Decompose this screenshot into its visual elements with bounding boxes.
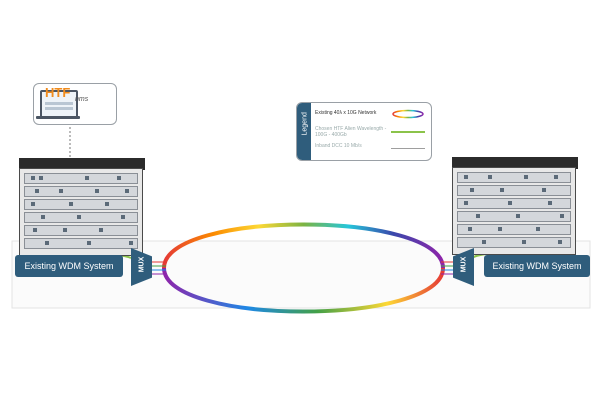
ring-upper-arc [162,222,445,269]
left-mux-label: MUX [138,256,146,273]
legend-gray-line [391,148,425,149]
left-fiber-bundle [151,261,166,275]
legend-title: Legend [301,112,309,136]
htf-brand: HTF [45,85,71,100]
legend-item-dcc: Inband DCC 10 Mb/s [315,143,362,149]
right-mux-label: MUX [460,256,468,273]
ring-lower-arc [162,267,445,314]
legend-item-alien-wavelength: Chosen HTF Alien Wavelength - 100G - 400… [315,126,387,138]
legend-box: Legend Existing 40λ x 10G Network Chosen… [296,102,432,161]
legend-title-tab: Legend [297,103,311,160]
keyboard-base [36,116,80,119]
right-wdm-system: Existing WDM System [484,255,590,277]
legend-item-existing-network: Existing 40λ x 10G Network [315,110,377,116]
left-mux: MUX [131,248,152,286]
left-chassis-top [19,158,145,170]
right-fiber-bundle [441,261,455,275]
nms-panel: HTF nms [33,83,117,125]
right-chassis-equipment-icon [452,167,576,255]
left-wdm-system: Existing WDM System [15,255,123,277]
left-chassis-equipment-icon [19,168,143,256]
legend-rainbow-symbol [392,109,424,119]
right-chassis-top [452,157,578,169]
legend-green-line [391,131,425,133]
nms-label: nms [75,96,89,103]
right-mux: MUX [453,248,474,286]
computer-monitor-icon [40,90,78,118]
